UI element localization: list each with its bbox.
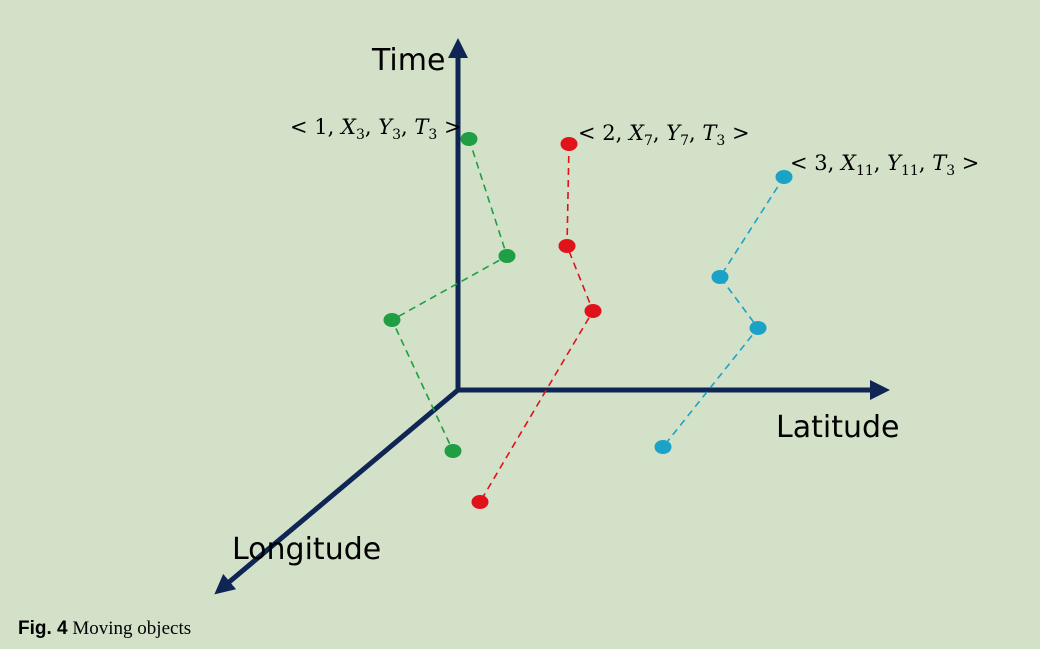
figure-number: Fig. 4 (18, 618, 68, 639)
object-3-point-4 (654, 440, 672, 454)
trajectory-path-1 (390, 138, 508, 452)
object-1-point-4 (444, 444, 462, 458)
object-3-label: < 3, X11, Y11, T3 > (790, 151, 979, 179)
object-3-point-1 (775, 170, 793, 184)
trajectory-object-2 (471, 137, 602, 509)
trajectory-path-2 (479, 143, 594, 503)
object-1-label: < 1, X3, Y3, T3 > (290, 115, 462, 143)
object-3-point-3 (749, 321, 767, 335)
trajectory-object-1 (383, 132, 516, 458)
longitude-axis-label: Longitude (232, 532, 381, 567)
trajectory-path-3 (662, 176, 785, 448)
object-1-point-2 (498, 249, 516, 263)
object-1-point-1 (460, 132, 478, 146)
object-2-point-4 (471, 495, 489, 509)
object-2-point-2 (558, 239, 576, 253)
figure-caption: Fig. 4 Moving objects (18, 618, 191, 640)
trajectory-object-3 (654, 170, 793, 454)
object-2-point-3 (584, 304, 602, 318)
object-2-label: < 2, X7, Y7, T3 > (578, 121, 750, 149)
object-3-point-2 (711, 270, 729, 284)
time-axis-label: Time (371, 43, 445, 78)
latitude-axis-label: Latitude (776, 410, 899, 445)
object-1-point-3 (383, 313, 401, 327)
figure-caption-text: Moving objects (67, 618, 192, 639)
longitude-axis (214, 388, 460, 595)
object-2-point-1 (560, 137, 578, 151)
